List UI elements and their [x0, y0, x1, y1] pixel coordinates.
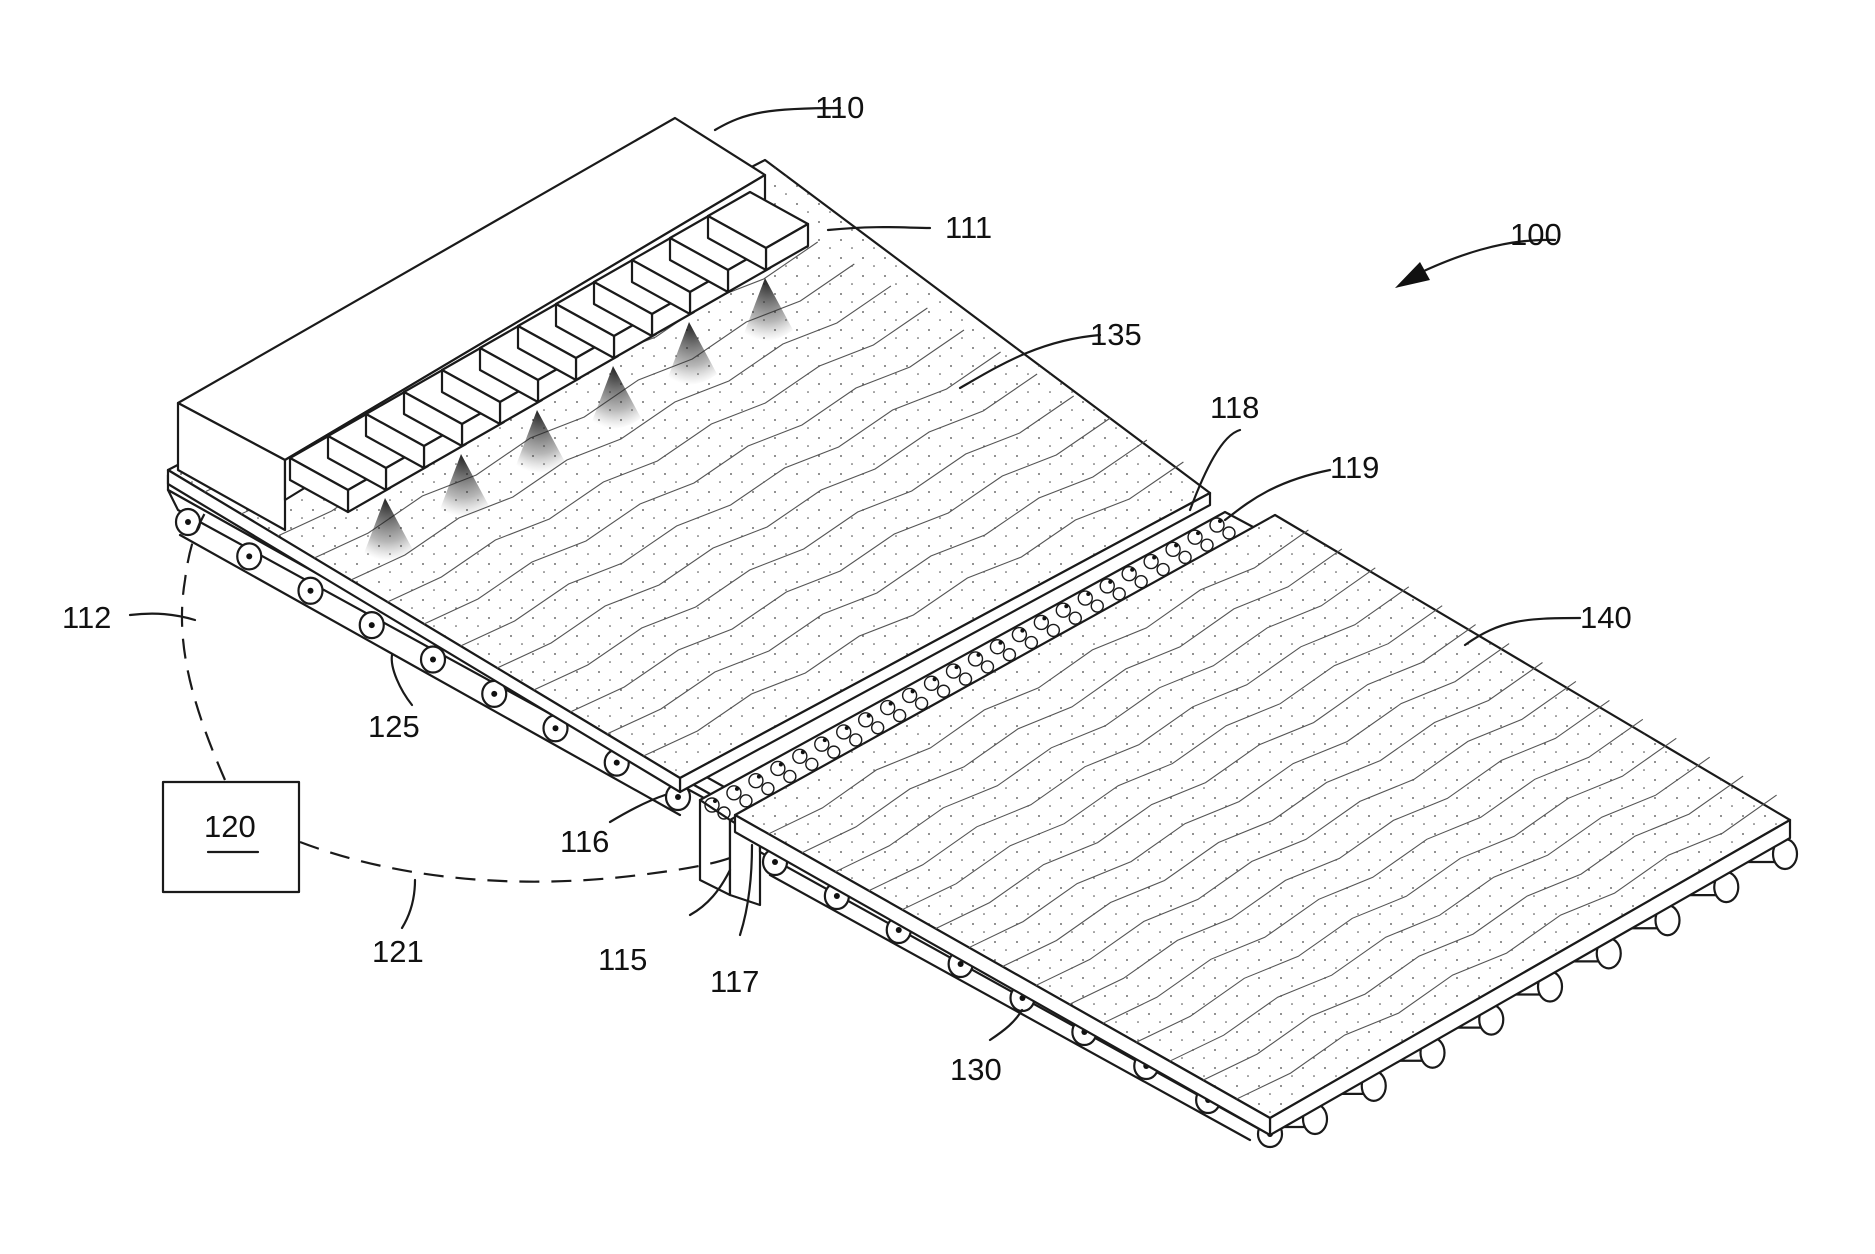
conveyor-roller-axle — [834, 893, 840, 899]
conveyor-roller-axle — [185, 519, 191, 525]
press-roller-dot — [1108, 580, 1112, 584]
label-system: 100 — [1510, 217, 1562, 252]
press-roller-dot — [1130, 568, 1134, 572]
press-roller-dot — [955, 665, 959, 669]
press-roller-dot — [1152, 556, 1156, 560]
press-roller-dot — [998, 641, 1002, 645]
label-first-conveyor: 125 — [368, 709, 420, 744]
press-roller-dot — [1196, 531, 1200, 535]
press-roller-dot — [1218, 519, 1222, 523]
conveyor-roller-axle — [553, 725, 559, 731]
conveyor-roller-axle — [772, 859, 778, 865]
label-nozzle: 111 — [945, 210, 992, 245]
label-link-a: 112 — [62, 600, 111, 635]
press-roller-dot — [757, 775, 761, 779]
press-roller-dot — [713, 799, 717, 803]
conveyor-roller-axle — [491, 691, 497, 697]
link-line-121 — [300, 842, 730, 882]
press-roller-dot — [1064, 604, 1068, 608]
press-roller-dot — [801, 750, 805, 754]
label-roller-group-a: 118 — [1210, 390, 1259, 425]
conveyor-roller-axle — [308, 588, 314, 594]
press-roller-dot — [735, 787, 739, 791]
conveyor-roller-axle — [430, 657, 436, 663]
press-roller-dot — [845, 726, 849, 730]
conveyor-roller-axle — [614, 760, 620, 766]
press-roller-dot — [1020, 629, 1024, 633]
conveyor-roller-axle — [369, 622, 375, 628]
press-roller-dot — [933, 677, 937, 681]
label-controller: 120 — [204, 809, 256, 844]
label-roller-group-b: 119 — [1330, 450, 1379, 485]
label-link-b: 121 — [372, 934, 424, 969]
label-roller-upper: 116 — [560, 824, 609, 859]
press-roller-dot — [779, 762, 783, 766]
conveyor-roller-axle — [896, 927, 902, 933]
conveyor-roller-axle — [675, 794, 681, 800]
press-roller-dot — [1042, 616, 1046, 620]
press-roller-dot — [1174, 543, 1178, 547]
press-roller-dot — [911, 689, 915, 693]
link-line-112 — [182, 505, 225, 780]
label-second-conveyor: 130 — [950, 1052, 1002, 1087]
conveyor-roller-axle — [246, 553, 252, 559]
label-roller-lower: 117 — [710, 964, 759, 999]
press-roller-dot — [1086, 592, 1090, 596]
label-first-mat: 135 — [1090, 317, 1142, 352]
label-spray-unit: 110 — [815, 90, 864, 125]
press-roller-dot — [823, 738, 827, 742]
press-roller-dot — [889, 702, 893, 706]
press-roller-dot — [867, 714, 871, 718]
label-press: 115 — [598, 942, 647, 977]
press-roller-dot — [976, 653, 980, 657]
label-second-mat: 140 — [1580, 600, 1632, 635]
